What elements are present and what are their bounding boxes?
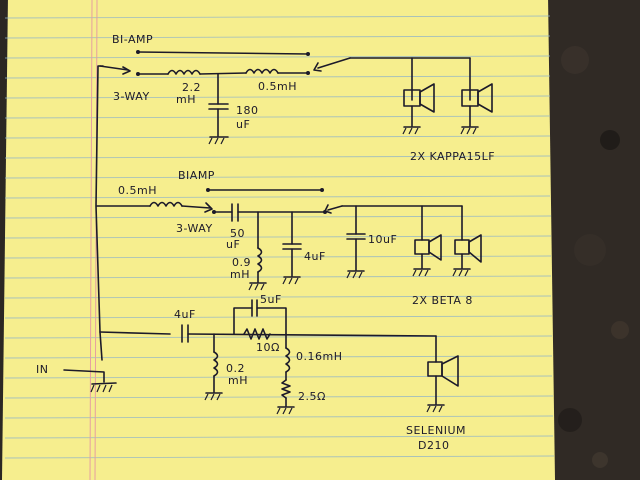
c2-label-2: 4uF <box>304 250 326 263</box>
cap-unit: uF <box>236 118 250 131</box>
c1-value-2: 50 <box>230 227 245 240</box>
inductor-0-9mh <box>257 247 263 273</box>
biamp-label-2: BIAMP <box>178 169 215 182</box>
biamp-label-1: BI-AMP <box>112 33 153 46</box>
midrange-crossover: BIAMP 0.5mH 3-WAY 50 uF 0.9 mH 4 <box>118 169 482 307</box>
selenium-label-2: D210 <box>418 439 449 452</box>
inductor-0-5mh <box>245 68 279 74</box>
beta8-speaker-2 <box>452 234 482 277</box>
kappa-speaker-1 <box>402 83 435 135</box>
l2-label-3: 0.16mH <box>296 350 342 363</box>
beta8-speaker-1 <box>412 234 442 277</box>
r2-label-3: 2.5Ω <box>298 390 326 403</box>
selenium-label-1: SELENIUM <box>406 424 466 437</box>
input-label: IN <box>36 363 48 376</box>
kappa-label: 2X KAPPA15LF <box>410 150 495 163</box>
l2-unit-2: mH <box>230 268 250 281</box>
r1-label-3: 10Ω <box>256 341 280 354</box>
threeway-label-1: 3-WAY <box>113 90 150 103</box>
l2-label: 0.5mH <box>258 80 297 93</box>
tweeter-crossover: 4uF 5uF 10Ω 0.2 mH 0.16mH 2.5Ω <box>174 293 466 452</box>
resistor-10ohm <box>243 328 271 340</box>
l1-unit-3: mH <box>228 374 248 387</box>
inductor-0-16mh <box>285 347 291 373</box>
margin-line <box>94 0 98 480</box>
c1-label-3: 4uF <box>174 308 196 321</box>
margin-line <box>89 0 93 480</box>
kappa-speaker-2 <box>460 83 493 135</box>
resistor-2-5ohm <box>281 379 291 399</box>
l1-unit: mH <box>176 93 196 106</box>
c3-label-2: 10uF <box>368 233 397 246</box>
l1-label-2: 0.5mH <box>118 184 157 197</box>
l1-value: 2.2 <box>182 81 201 94</box>
c2-label-3: 5uF <box>260 293 282 306</box>
inductor-0-5mh-b <box>149 201 183 207</box>
beta8-label: 2X BETA 8 <box>412 294 473 307</box>
threeway-label-2: 3-WAY <box>176 222 213 235</box>
inductor-0-2mh <box>213 351 219 377</box>
selenium-speaker <box>426 355 459 413</box>
legal-pad-paper <box>2 0 555 480</box>
inductor-2-2mh <box>167 69 201 75</box>
l2-value-2: 0.9 <box>232 256 251 269</box>
l1-value-3: 0.2 <box>226 362 245 375</box>
woofer-crossover: BI-AMP 3-WAY 2.2 mH 180 uF 0.5mH <box>112 33 495 163</box>
input-bus: IN <box>36 65 171 393</box>
cap-value: 180 <box>236 104 259 117</box>
c1-unit-2: uF <box>226 238 240 251</box>
